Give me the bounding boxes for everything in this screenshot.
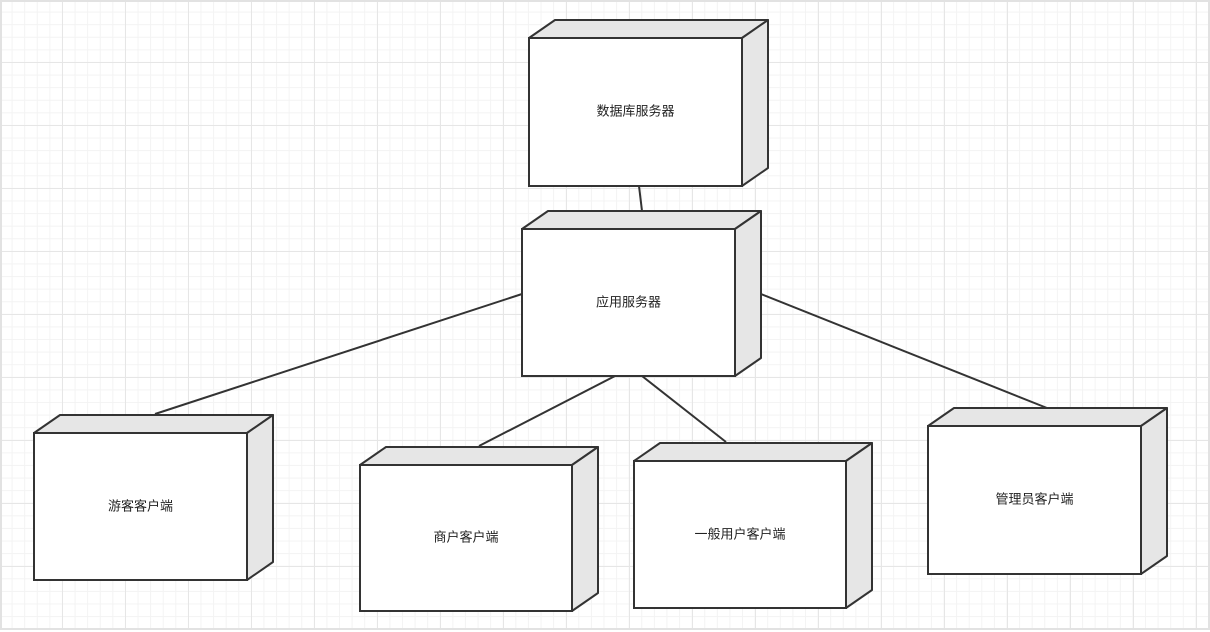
node-db-server[interactable]: 数据库服务器 <box>528 19 769 187</box>
node-user-client[interactable]: 一般用户客户端 <box>633 442 873 609</box>
edge-app-to-admin[interactable] <box>760 293 1048 409</box>
node-side-face <box>741 19 769 187</box>
node-label-guest-client: 游客客户端 <box>108 499 173 515</box>
node-side-face <box>246 414 274 581</box>
node-label-admin-client: 管理员客户端 <box>995 492 1073 508</box>
node-side-face <box>1140 407 1168 575</box>
node-admin-client[interactable]: 管理员客户端 <box>927 407 1168 575</box>
edge-app-to-merchant[interactable] <box>478 375 616 447</box>
node-top-face <box>633 442 873 462</box>
edge-app-to-guest[interactable] <box>154 293 523 415</box>
node-guest-client[interactable]: 游客客户端 <box>33 414 274 581</box>
node-top-face <box>528 19 769 39</box>
node-merchant-client[interactable]: 商户客户端 <box>359 446 599 612</box>
edge-db-to-app[interactable] <box>638 185 643 212</box>
node-side-face <box>571 446 599 612</box>
node-front-face <box>521 228 736 377</box>
node-label-app-server: 应用服务器 <box>596 295 661 311</box>
node-front-face <box>927 425 1142 575</box>
node-side-face <box>845 442 873 609</box>
node-side-face <box>734 210 762 377</box>
node-label-merchant-client: 商户客户端 <box>433 530 498 546</box>
node-top-face <box>359 446 599 466</box>
node-label-db-server: 数据库服务器 <box>596 104 674 120</box>
node-front-face <box>33 432 248 581</box>
node-top-face <box>33 414 274 434</box>
node-front-face <box>359 464 573 612</box>
node-front-face <box>633 460 847 609</box>
node-top-face <box>927 407 1168 427</box>
node-label-user-client: 一般用户客户端 <box>694 527 785 543</box>
node-top-face <box>521 210 762 230</box>
node-app-server[interactable]: 应用服务器 <box>521 210 762 377</box>
edge-app-to-user[interactable] <box>641 375 727 443</box>
node-front-face <box>528 37 743 187</box>
